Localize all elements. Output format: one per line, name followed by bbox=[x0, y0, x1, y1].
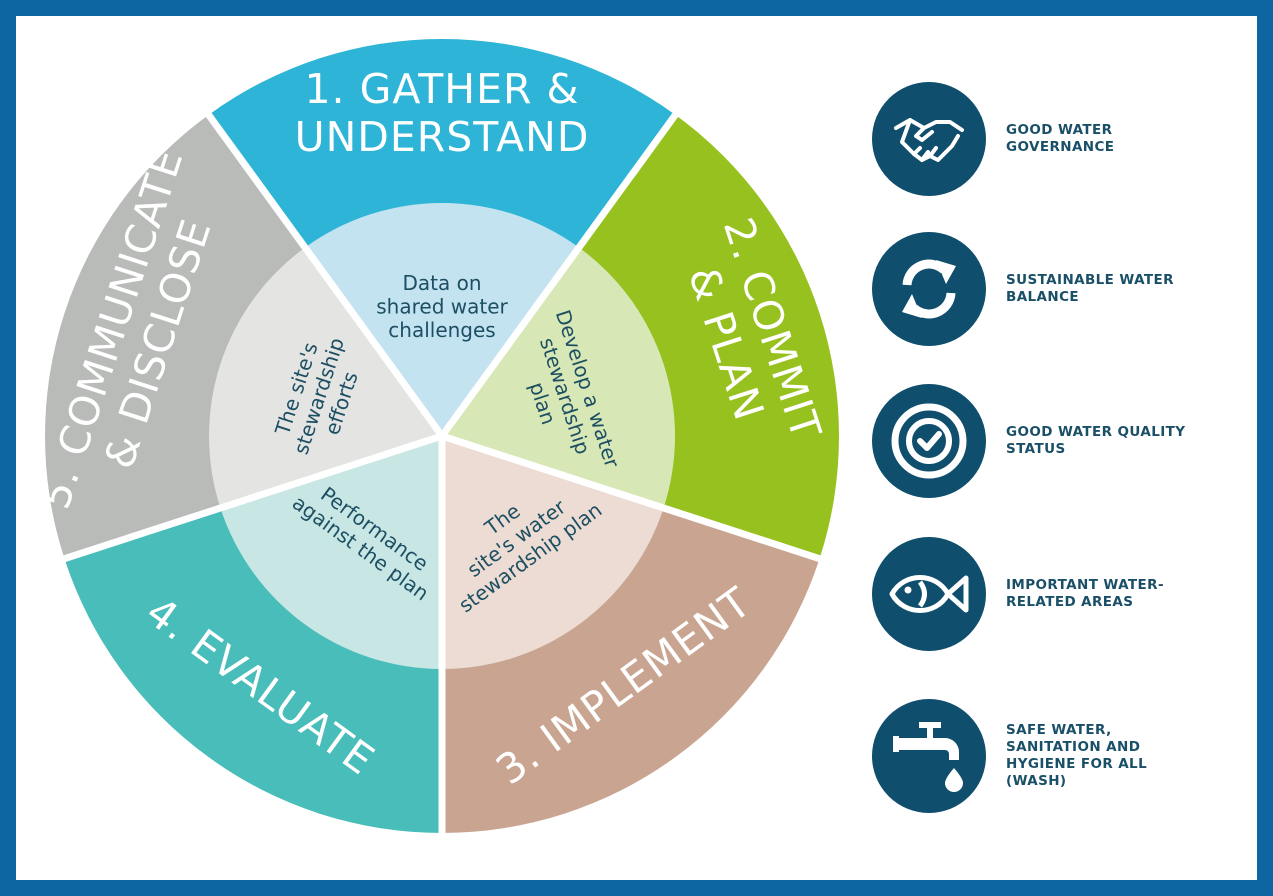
outcome-good-water-quality-status: GOOD WATER QUALITY STATUS bbox=[872, 384, 1196, 498]
outcome-safe-water-sanitation-hygiene: SAFE WATER, SANITATION AND HYGIENE FOR A… bbox=[872, 699, 1196, 813]
stage-gather-understand-inner-segment bbox=[305, 203, 579, 436]
water-tap-icon bbox=[872, 699, 986, 813]
stage-gather-understand-title-line: UNDERSTAND bbox=[295, 113, 590, 161]
stage-gather-understand-description-line: Data on bbox=[402, 271, 481, 295]
recycle-arrows-icon bbox=[872, 232, 986, 346]
stage-gather-understand-title-line: 1. GATHER & bbox=[304, 65, 579, 113]
segment-divider bbox=[61, 432, 444, 563]
outcome-label: IMPORTANT WATER-RELATED AREAS bbox=[1006, 577, 1164, 610]
fish-icon bbox=[872, 537, 986, 651]
stage-evaluate-inner-segment bbox=[220, 436, 442, 669]
outcome-important-water-related-areas: IMPORTANT WATER-RELATED AREAS bbox=[872, 537, 1196, 651]
outcome-sustainable-water-balance: SUSTAINABLE WATER BALANCE bbox=[872, 232, 1196, 346]
stage-commit-plan-inner-segment bbox=[442, 247, 675, 509]
outcome-label: SAFE WATER, SANITATION AND HYGIENE FOR A… bbox=[1006, 722, 1148, 789]
stage-gather-understand-title: 1. GATHER &UNDERSTAND bbox=[295, 65, 590, 161]
segment-divider bbox=[204, 111, 445, 439]
outcome-label: GOOD WATER QUALITY STATUS bbox=[1006, 424, 1186, 457]
segment-divider bbox=[440, 432, 823, 563]
handshake-icon bbox=[872, 82, 986, 196]
checkmark-target-icon bbox=[872, 384, 986, 498]
outcome-label: GOOD WATER GOVERNANCE bbox=[1006, 122, 1115, 155]
stage-communicate-disclose-inner-segment bbox=[209, 247, 442, 509]
segment-divider bbox=[439, 111, 680, 439]
stage-implement-inner-segment bbox=[442, 436, 664, 669]
stage-gather-understand-description-line: shared water bbox=[376, 295, 508, 319]
stage-gather-understand-description-line: challenges bbox=[388, 318, 495, 342]
outcome-good-water-governance: GOOD WATER GOVERNANCE bbox=[872, 82, 1196, 196]
outcome-label: SUSTAINABLE WATER BALANCE bbox=[1006, 272, 1174, 305]
